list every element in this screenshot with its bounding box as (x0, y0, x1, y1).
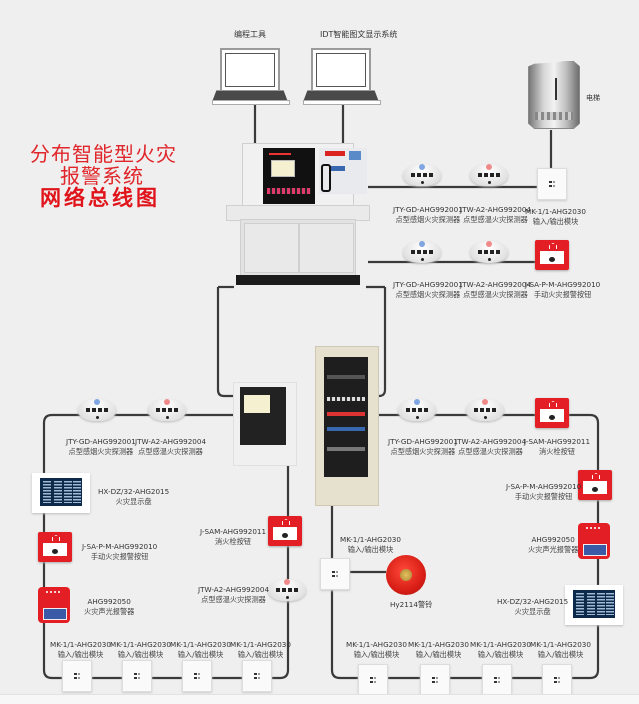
io-module-icon (482, 664, 512, 696)
programming-laptop-icon (212, 48, 290, 106)
smoke-detector-icon (403, 237, 441, 267)
io-module-icon (182, 660, 212, 692)
smoke-detector-icon (403, 160, 441, 190)
hydrant-button-icon (535, 398, 569, 428)
fire-display-panel-icon (32, 473, 90, 513)
cabinet-controller (315, 346, 379, 506)
io-module-icon (542, 664, 572, 696)
heat-detector-icon (470, 237, 508, 267)
device-label: Hy2114警铃 (390, 600, 433, 609)
io-module-icon (420, 664, 450, 696)
wire-console-right (377, 287, 387, 398)
io-module-icon (358, 664, 388, 696)
fire-display-panel-icon (565, 585, 623, 625)
io-module-icon (62, 660, 92, 692)
diagram-title-line2: 报警系统 (60, 164, 144, 188)
manual-alarm-button-icon (578, 470, 612, 500)
wire-console-left (216, 287, 237, 398)
idt-display-label: IDT智能图文显示系统 (320, 30, 398, 39)
heat-detector-icon (268, 575, 306, 605)
heat-detector-icon (470, 160, 508, 190)
sound-light-alarm-icon (578, 523, 610, 559)
manual-alarm-button-icon (535, 240, 569, 270)
hydrant-button-icon (268, 516, 302, 546)
manual-alarm-button-icon (38, 532, 72, 562)
heat-detector-icon (148, 395, 186, 425)
programming-tool-label: 编程工具 (234, 30, 266, 39)
idt-laptop-icon (303, 48, 381, 106)
wall-mount-controller (233, 382, 297, 466)
io-module-icon (537, 168, 567, 200)
io-module-icon (122, 660, 152, 692)
elevator-label: 电梯 (586, 94, 600, 102)
smoke-detector-icon (398, 395, 436, 425)
io-module-icon (320, 558, 350, 590)
diagram-title-line3: 网络总线图 (40, 186, 160, 210)
alarm-bell-icon (386, 555, 426, 595)
footer-strip (0, 694, 639, 704)
telephone-handset-icon (321, 164, 331, 192)
diagram-title-line1: 分布智能型火灾 (30, 142, 177, 166)
smoke-detector-icon (78, 395, 116, 425)
wire-right-loop (330, 413, 600, 680)
heat-detector-icon (466, 395, 504, 425)
main-control-console (226, 143, 370, 287)
sound-light-alarm-icon (38, 587, 70, 623)
io-module-icon (242, 660, 272, 692)
elevator-icon (528, 61, 580, 129)
wire-left-loop (42, 413, 290, 680)
